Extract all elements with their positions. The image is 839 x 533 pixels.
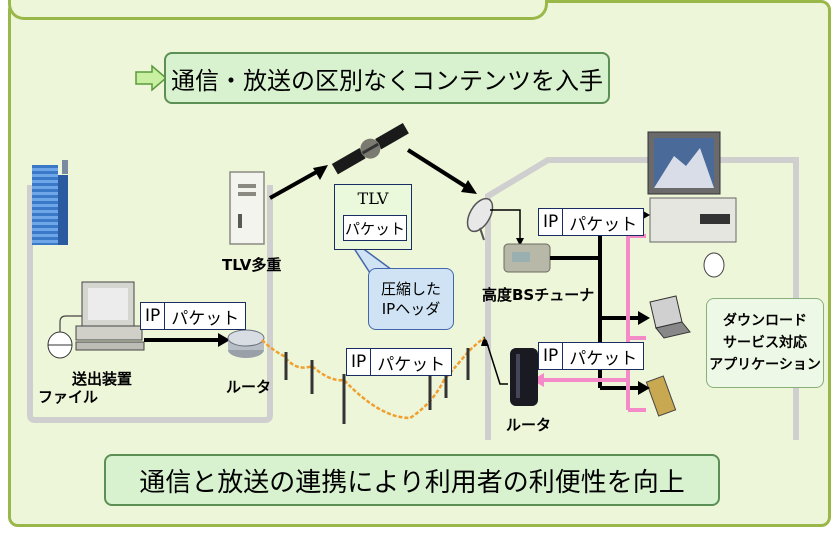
ip-packet-router: IP パケット [538, 342, 645, 370]
tuner-icon [503, 243, 551, 273]
top-banner-text: 通信・放送の区別なくコンテンツを入手 [171, 66, 603, 95]
file-icon [47, 331, 73, 359]
router-left-icon [227, 329, 265, 358]
app-box-line-3: アプリケーション [709, 357, 821, 373]
file-label: ファイル [38, 388, 99, 406]
ip-label: IP [539, 209, 564, 235]
tlv-title: TLV [357, 189, 389, 208]
ip-packet-sender: IP パケット [140, 302, 247, 330]
router-right-label: ルータ [506, 416, 552, 434]
laptop-icon [649, 295, 691, 339]
callout-line-1: 圧縮した [380, 280, 441, 298]
packet-label: パケット [569, 214, 638, 235]
bottom-banner-text: 通信と放送の連携により利用者の利便性を向上 [139, 467, 685, 498]
dish-to-tuner-line [490, 209, 521, 240]
app-box-line-1: ダウンロード [723, 313, 807, 329]
packet-label: パケット [171, 308, 240, 329]
sender-area-outline [27, 185, 273, 423]
router-right-icon [510, 348, 538, 406]
satellite-icon [331, 122, 409, 175]
tv-icon [647, 131, 737, 243]
top-banner: 通信・放送の区別なくコンテンツを入手 [164, 52, 610, 104]
router-left-label: ルータ [226, 378, 272, 396]
bottom-banner: 通信と放送の連携により利用者の利便性を向上 [104, 454, 720, 506]
tv-storage-icon [703, 252, 725, 278]
uplink-arrow [269, 165, 328, 200]
tlv-frame: TLV パケット [334, 184, 412, 250]
building-icon [32, 160, 68, 245]
ip-packet-network: IP パケット [346, 348, 453, 376]
home-area-outline [485, 157, 799, 440]
ip-label: IP [539, 343, 564, 369]
dish-icon [466, 197, 494, 241]
computer-icon [75, 281, 145, 351]
ip-label: IP [347, 349, 372, 375]
pink-network-lines [538, 234, 646, 412]
callout-line-2: IPヘッダ [381, 300, 441, 318]
tlv-mux-label: TLV多重 [222, 256, 282, 274]
sender-label: 送出装置 [72, 370, 133, 388]
top-tab-panel [8, 0, 548, 20]
ip-label: IP [141, 303, 166, 329]
downlink-arrow [406, 148, 477, 194]
packet-label: パケット [377, 354, 446, 375]
app-box-line-2: サービス対応 [723, 335, 807, 351]
compressed-header-callout: 圧縮した IPヘッダ [368, 268, 454, 330]
packet-label: パケット [569, 348, 638, 369]
download-app-box: ダウンロード サービス対応 アプリケーション [706, 298, 824, 388]
tlv-packet-label: パケット [343, 215, 407, 241]
tuner-label: 高度BSチューナ [482, 286, 595, 304]
phone-icon [645, 375, 677, 417]
server-icon [229, 171, 265, 245]
bullet-arrow-icon [135, 64, 168, 92]
ip-packet-tuner: IP パケット [538, 208, 645, 236]
